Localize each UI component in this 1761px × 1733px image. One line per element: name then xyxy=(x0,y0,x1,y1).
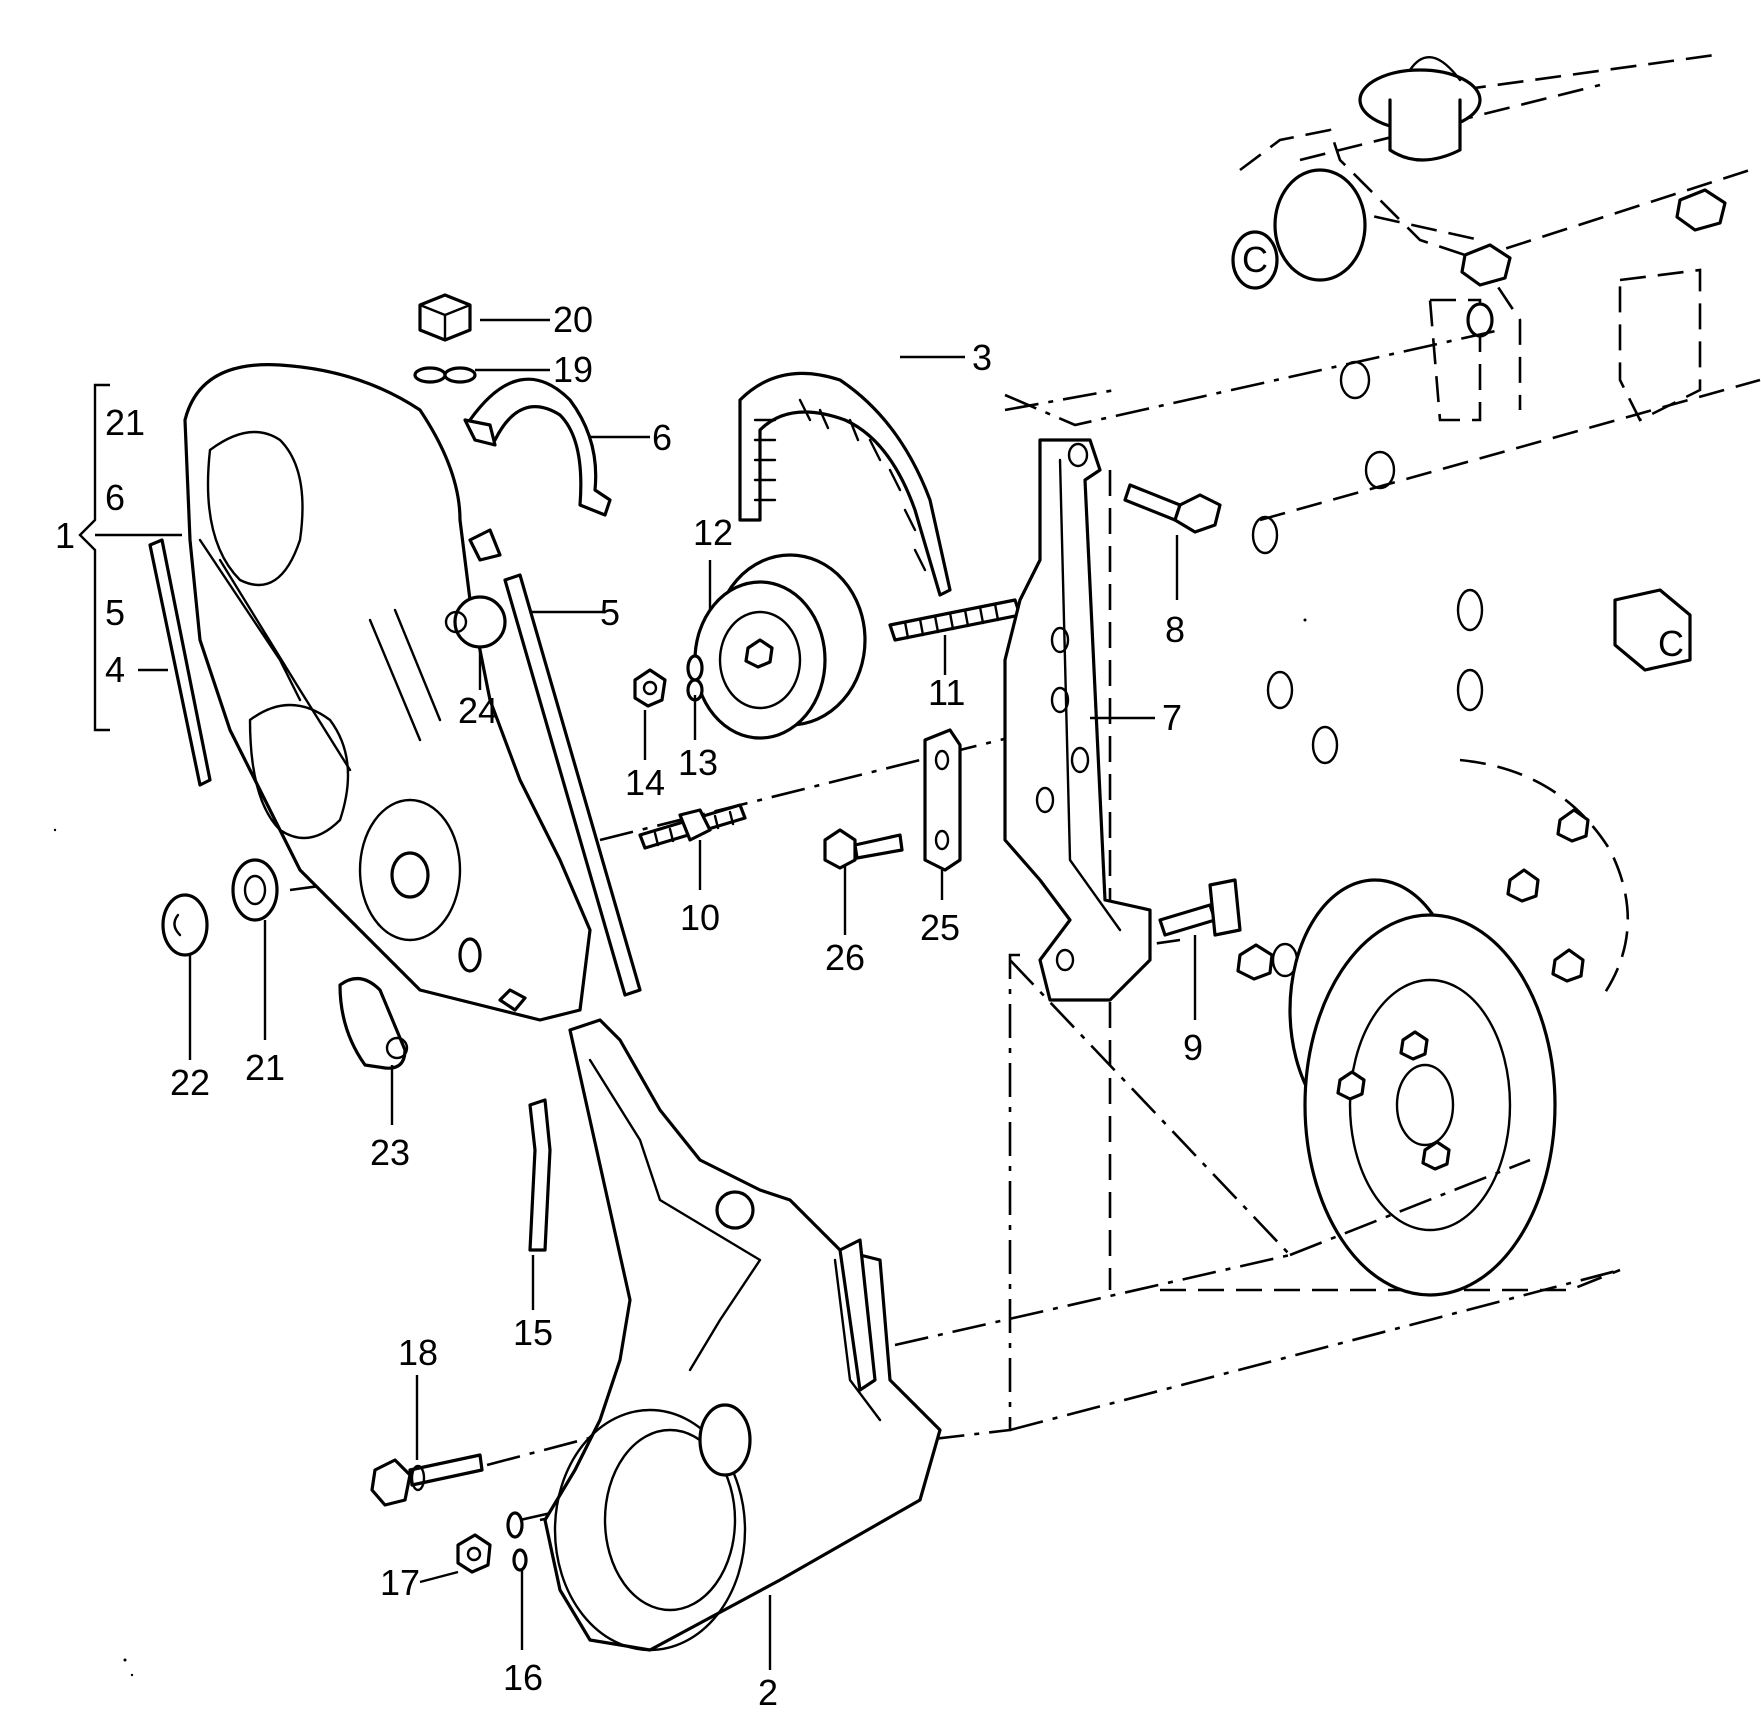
callout-23: 23 xyxy=(370,1132,410,1173)
group-member-5: 5 xyxy=(105,592,125,633)
nut-14 xyxy=(633,668,667,708)
group-bracket: 1 21 6 5 4 xyxy=(55,383,145,732)
nut-20 xyxy=(418,293,472,342)
callout-11: 11 xyxy=(928,672,965,713)
bolt-8 xyxy=(1123,483,1222,534)
cylinder-head-outline xyxy=(1239,128,1522,410)
group-member-21: 21 xyxy=(105,402,145,443)
callout-19: 19 xyxy=(553,349,593,390)
group-member-4: 4 xyxy=(105,649,125,690)
camshaft-window xyxy=(206,430,304,587)
seal-strips xyxy=(148,538,642,997)
oil-filler-cap xyxy=(1358,55,1482,162)
seal-strip-5 xyxy=(503,573,642,997)
callout-15: 15 xyxy=(513,1312,553,1353)
head-bolts xyxy=(1460,188,1727,338)
group-label: 1 xyxy=(55,515,75,556)
callout-3: 3 xyxy=(972,337,992,378)
nut-17 xyxy=(456,1533,492,1574)
crankshaft-sprocket-and-pulley xyxy=(1236,758,1630,1297)
stud-11 xyxy=(888,598,1022,642)
callout-26: 26 xyxy=(825,937,865,978)
leader-lines xyxy=(95,318,1197,1670)
cam-housing-outline xyxy=(1428,268,1702,422)
callout-5: 5 xyxy=(600,592,620,633)
group-brace xyxy=(78,383,110,732)
washer-16 xyxy=(506,1511,528,1572)
bolt-18 xyxy=(370,1453,484,1507)
cap-22 xyxy=(161,893,209,957)
callout-25: 25 xyxy=(920,907,960,948)
callout-7: 7 xyxy=(1162,697,1182,738)
stud-10 xyxy=(638,803,747,850)
callout-22: 22 xyxy=(170,1062,210,1103)
callout-9: 9 xyxy=(1183,1027,1203,1068)
callout-8: 8 xyxy=(1165,609,1185,650)
seal-strip-15 xyxy=(528,1098,552,1252)
seal-strip-4 xyxy=(148,538,212,787)
callout-10: 10 xyxy=(680,897,720,938)
washer-21 xyxy=(231,858,279,922)
tensioner-pulley-12 xyxy=(693,553,867,740)
scan-specks xyxy=(53,618,1307,1677)
leader-17 xyxy=(419,1570,459,1584)
callout-20: 20 xyxy=(553,299,593,340)
engine-mark-c-upper: C xyxy=(1242,239,1268,280)
washer-13 xyxy=(686,654,704,702)
clamp-strip-6 xyxy=(463,377,612,517)
callout-13: 13 xyxy=(678,742,718,783)
rubber-bush-24 xyxy=(444,595,507,649)
bracket-25 xyxy=(923,728,962,872)
intermediate-shaft-window xyxy=(248,703,350,840)
washer-19 xyxy=(413,366,477,384)
callout-17: 17 xyxy=(380,1562,420,1603)
callout-16: 16 xyxy=(503,1657,543,1698)
callout-21: 21 xyxy=(245,1047,285,1088)
engine-mark-c-lower: C xyxy=(1658,623,1684,664)
callout-12: 12 xyxy=(693,512,733,553)
toothed-belt-3 xyxy=(738,371,952,597)
callout-2: 2 xyxy=(758,1672,778,1713)
group-member-6: 6 xyxy=(105,477,125,518)
callout-14: 14 xyxy=(625,762,665,803)
callouts: 20 19 6 5 24 3 12 11 7 8 9 13 14 10 25 2… xyxy=(170,299,1203,1713)
bolt-26 xyxy=(823,828,904,870)
plug-23 xyxy=(338,977,409,1070)
callout-6: 6 xyxy=(652,417,672,458)
callout-24: 24 xyxy=(458,690,498,731)
upper-timing-belt-cover xyxy=(183,363,592,1022)
rear-cover-plate-7 xyxy=(1003,438,1152,1002)
callout-18: 18 xyxy=(398,1332,438,1373)
bolt-9 xyxy=(1158,878,1242,937)
camshaft-end: C xyxy=(1231,168,1367,290)
engine-block: C C xyxy=(1108,53,1761,1297)
sensor-block: C xyxy=(1613,588,1692,672)
lower-timing-belt-cover xyxy=(543,1018,942,1652)
